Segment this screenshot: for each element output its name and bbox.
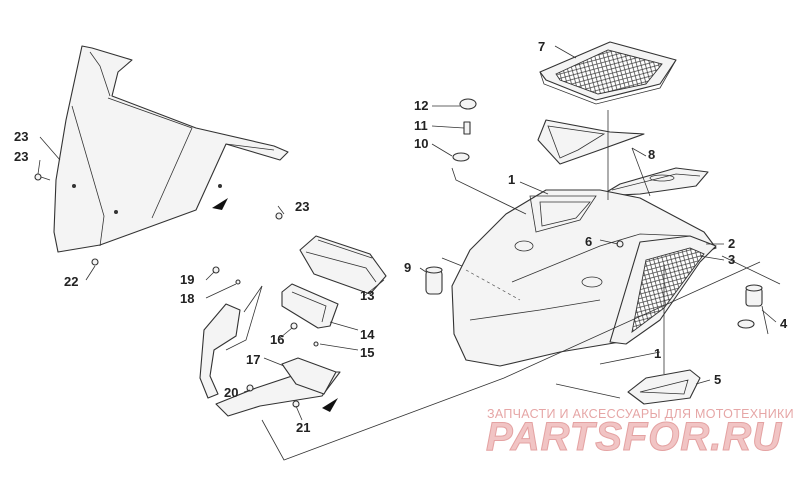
watermark-brand: PARTSFOR.RU (486, 415, 782, 459)
screw-23-left (34, 173, 51, 181)
vent-trim-upper (537, 119, 645, 165)
callout-11: 11 (414, 118, 428, 133)
callout-21: 21 (296, 420, 310, 435)
screw-23-right (275, 212, 283, 220)
callout-5: 5 (714, 372, 721, 387)
callout-12: 12 (414, 98, 428, 113)
callout-labels: 23 23 23 22 7 8 12 11 10 9 1 6 2 3 4 5 1… (14, 39, 788, 435)
windshield (53, 45, 289, 253)
callout-1-bottom: 1 (654, 346, 661, 361)
bulb-socket (737, 284, 763, 329)
callout-9: 9 (404, 260, 411, 275)
callout-14: 14 (360, 327, 375, 342)
mount-bracket (199, 266, 341, 417)
watermark: ЗАПЧАСТИ И АКСЕССУАРЫ ДЛЯ МОТОТЕХНИКИ PA… (486, 407, 794, 460)
side-vent-mesh (609, 235, 717, 345)
callout-2: 2 (728, 236, 735, 251)
callout-8: 8 (648, 147, 655, 162)
callout-20: 20 (224, 385, 238, 400)
callout-13: 13 (360, 288, 374, 303)
screw-15 (313, 341, 319, 347)
callout-7: 7 (538, 39, 545, 54)
callout-23-bottom: 22 (64, 274, 78, 289)
mesh-grille (539, 41, 677, 105)
callout-23-right: 23 (295, 199, 309, 214)
callout-19: 19 (180, 272, 194, 287)
callout-22: 23 (14, 129, 28, 144)
switch-knob (425, 266, 443, 295)
callout-6: 6 (585, 234, 592, 249)
screw-16 (290, 322, 298, 330)
callout-23-left: 23 (14, 149, 28, 164)
lower-trim-panel (627, 369, 701, 405)
callout-4: 4 (780, 316, 788, 331)
callout-16: 16 (270, 332, 284, 347)
vent-trim-lower (599, 167, 709, 197)
callout-3: 3 (728, 252, 735, 267)
grommet-cap (459, 98, 477, 110)
callout-18: 18 (180, 291, 194, 306)
leader-lines (37, 45, 781, 461)
callout-1-top: 1 (508, 172, 515, 187)
callout-17: 17 (246, 352, 260, 367)
screw-23-bottom (91, 258, 99, 266)
bolt-11 (463, 121, 471, 135)
callout-10: 10 (414, 136, 428, 151)
gauge-bracket (281, 283, 339, 329)
washer-10 (452, 152, 470, 162)
gauge-cluster (299, 235, 387, 295)
watermark-tagline: ЗАПЧАСТИ И АКСЕССУАРЫ ДЛЯ МОТОТЕХНИКИ (487, 407, 794, 421)
callout-15: 15 (360, 345, 374, 360)
